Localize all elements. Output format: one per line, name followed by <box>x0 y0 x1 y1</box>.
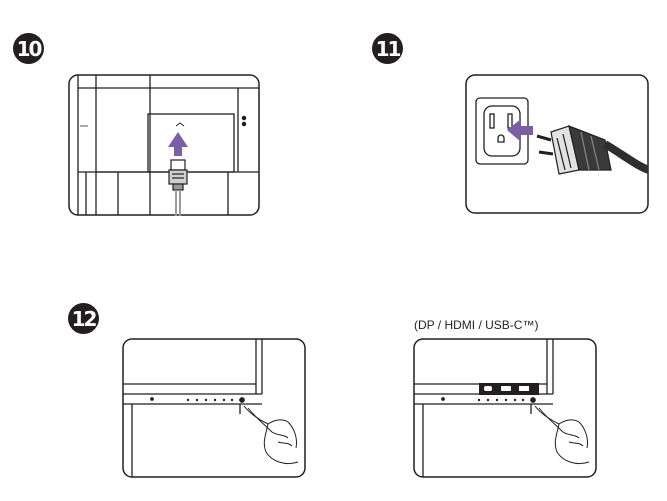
step-badge-11: 11 <box>372 33 403 64</box>
power-button-icon <box>239 397 245 403</box>
step-11-illustration <box>465 74 649 216</box>
step-12-illustration-right <box>413 338 597 480</box>
step-12-illustration-left <box>122 338 306 480</box>
osd-key-row <box>477 398 525 402</box>
pointing-hand-icon <box>534 405 590 465</box>
arrow-left-icon <box>507 119 533 142</box>
step-badge-12: 12 <box>68 303 99 334</box>
step-badge-10: 10 <box>13 33 44 64</box>
power-connector-icon <box>168 159 188 216</box>
power-button-icon <box>530 397 536 403</box>
pointing-hand-icon <box>243 405 299 465</box>
port-caption: (DP / HDMI / USB-C™) <box>414 318 539 332</box>
osd-key-row <box>186 398 234 402</box>
arrow-up-icon <box>168 132 188 156</box>
step-10-illustration <box>68 74 260 216</box>
port-panel <box>479 383 539 395</box>
power-plug-icon <box>536 125 648 175</box>
